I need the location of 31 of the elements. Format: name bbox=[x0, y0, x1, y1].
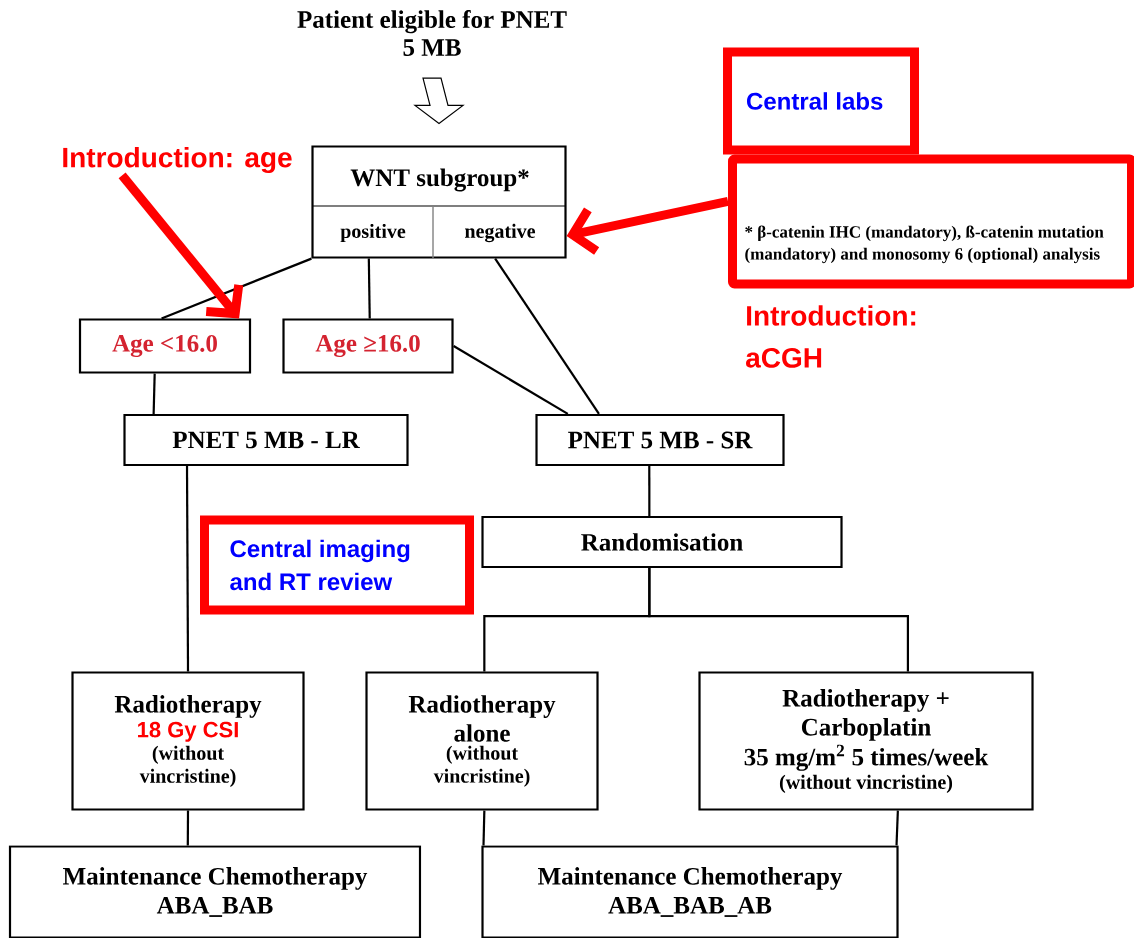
connector bbox=[367, 258, 371, 319]
treatment-box: Radiotherapy alone (without vincristine) bbox=[365, 671, 599, 811]
criteria-box: Age <16.0 bbox=[78, 318, 252, 374]
connector bbox=[648, 466, 651, 516]
connector bbox=[186, 810, 190, 846]
arrow bbox=[566, 197, 729, 255]
connector bbox=[648, 568, 909, 672]
criteria-box: Age ≥16.0 bbox=[282, 318, 454, 374]
treatment-box: Radiotherapy + Carboplatin 35 mg/m$^{2}$ 5 times/week (without vincristine) bbox=[698, 671, 1034, 811]
randomisation-box: Randomisation bbox=[481, 515, 843, 569]
connector bbox=[185, 466, 190, 672]
block-arrow bbox=[413, 77, 465, 125]
treatment-box: Maintenance Chemotherapy ABA_BAB bbox=[8, 845, 422, 938]
arrow bbox=[118, 172, 244, 319]
footnote-box: * β-catenin IHC (mandatory), ß-catenin mutation (mandatory) and monosomy 6 (optional) analysis bbox=[728, 154, 1134, 289]
treatment-box: Radiotherapy 18 Gy CSI (without vincristine) bbox=[71, 671, 305, 811]
connector bbox=[482, 810, 486, 846]
connector bbox=[152, 373, 156, 414]
risk-group-box: PNET 5 MB - LR bbox=[123, 413, 409, 467]
risk-group-box: PNET 5 MB - SR bbox=[535, 413, 785, 467]
annotation-box: Central imaging and RT review bbox=[200, 515, 474, 615]
connector bbox=[494, 258, 600, 415]
connector bbox=[453, 345, 569, 415]
subgroup-table: WNT subgroup* positive negative bbox=[311, 145, 567, 259]
annotation-box: Central labs bbox=[723, 47, 919, 155]
title-text: Patient eligible for PNET 5 MB bbox=[297, 10, 567, 56]
connector bbox=[161, 257, 312, 320]
annotation-text: Introduction: aCGH bbox=[746, 305, 916, 368]
annotation-text: Introduction: age bbox=[63, 146, 292, 174]
connector bbox=[895, 810, 899, 846]
treatment-box: Maintenance Chemotherapy ABA_BAB_AB bbox=[481, 845, 899, 938]
